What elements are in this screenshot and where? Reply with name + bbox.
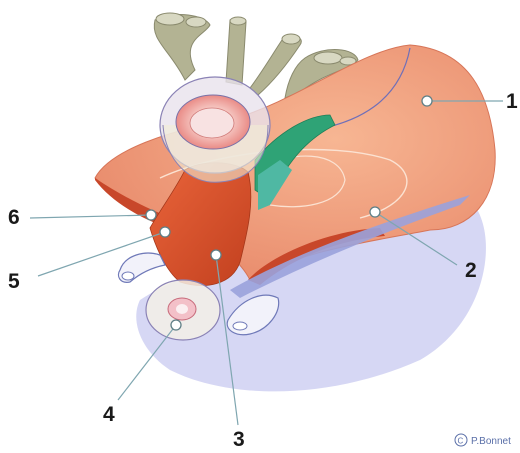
marker-dot-1 bbox=[422, 96, 432, 106]
right-duct-opening bbox=[233, 322, 247, 330]
upper-lumen-inner bbox=[190, 108, 234, 138]
label-2: 2 bbox=[465, 259, 477, 282]
marker-dot-4 bbox=[171, 320, 181, 330]
copyright-author: P.Bonnet bbox=[471, 436, 511, 447]
label-5: 5 bbox=[8, 270, 20, 293]
marker-dot-3 bbox=[211, 250, 221, 260]
lower-lumen-inner bbox=[176, 304, 188, 314]
copyright-symbol: C bbox=[458, 437, 464, 446]
label-3: 3 bbox=[233, 428, 245, 451]
label-6: 6 bbox=[8, 206, 20, 229]
label-1: 1 bbox=[506, 90, 518, 113]
left-duct-opening bbox=[122, 272, 134, 280]
marker-dot-6 bbox=[146, 210, 156, 220]
marker-dot-5 bbox=[160, 227, 170, 237]
marker-dot-2 bbox=[370, 207, 380, 217]
label-4: 4 bbox=[103, 403, 115, 426]
